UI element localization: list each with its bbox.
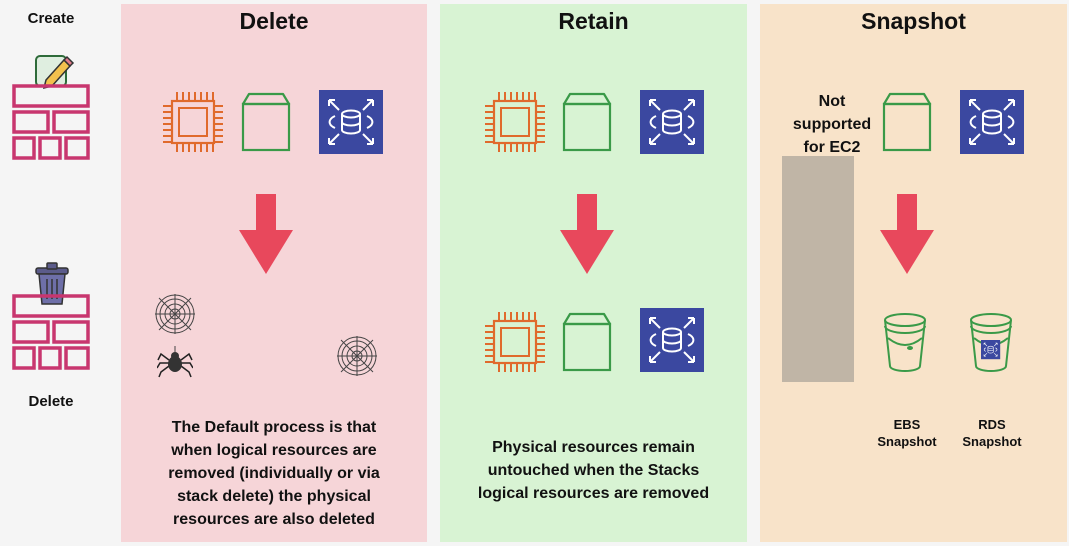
ebs-volume-icon	[882, 92, 932, 152]
rds-database-icon	[960, 90, 1024, 154]
retain-panel: Retain Physical resources remain untouch…	[440, 4, 747, 542]
snapshot-panel-title: Snapshot	[861, 8, 966, 34]
ebs-snapshot-bucket-icon	[884, 313, 926, 372]
create-label: Create	[27, 10, 75, 27]
down-arrow-icon	[880, 194, 934, 274]
ec2-chip-icon	[485, 92, 545, 152]
ec2-chip-icon	[163, 92, 223, 152]
ebs-snapshot-label: EBS Snapshot	[877, 417, 937, 449]
rds-snapshot-label: RDS Snapshot	[962, 417, 1022, 449]
delete-description: The Default process is that when logical…	[168, 419, 380, 528]
spiderweb-icon	[336, 335, 378, 377]
retain-description: Physical resources remain untouched when…	[477, 439, 710, 502]
stack-delete-icon	[12, 294, 90, 370]
down-arrow-icon	[239, 194, 293, 274]
delete-panel-title: Delete	[239, 8, 309, 34]
rds-database-icon	[640, 308, 704, 372]
stack-create-icon	[12, 84, 90, 160]
ebs-volume-icon	[562, 92, 612, 152]
rds-database-icon	[640, 90, 704, 154]
delete-panel: Delete The Default process is that when …	[121, 4, 427, 542]
rds-snapshot-bucket-icon	[970, 313, 1012, 372]
delete-label: Delete	[28, 393, 74, 410]
not-supported-label: Not supported for EC2	[792, 93, 872, 156]
snapshot-panel: Snapshot Not supported for EC2 EBS Snaps…	[760, 4, 1067, 542]
rds-database-icon	[319, 90, 383, 154]
ebs-volume-icon	[562, 312, 612, 372]
ec2-chip-icon	[485, 312, 545, 372]
down-arrow-icon	[560, 194, 614, 274]
spiderweb-icon	[154, 293, 196, 335]
spider-icon	[157, 346, 193, 378]
not-supported-bar	[782, 156, 854, 382]
retain-panel-title: Retain	[558, 8, 629, 34]
ebs-volume-icon	[241, 92, 291, 152]
pencil-icon	[35, 55, 75, 90]
